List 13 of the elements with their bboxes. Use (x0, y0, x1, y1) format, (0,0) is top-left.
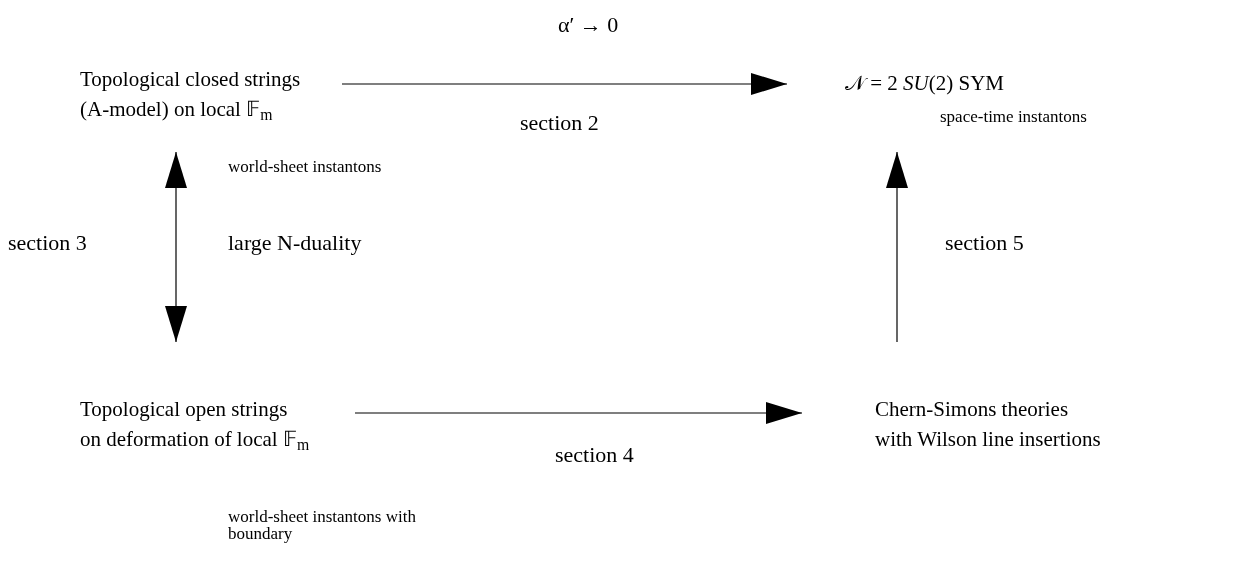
annotation-text: world-sheet instantons (228, 158, 383, 175)
arrow (354, 402, 803, 424)
annotation-text: world-sheet instantons with boundary (228, 508, 417, 542)
arrow (165, 151, 187, 343)
node-text: Topological open strings on deformation of local 𝔽$_{m}$ (80, 396, 311, 454)
note-text: section 2 (520, 109, 599, 137)
note-text: large N-duality (228, 229, 362, 257)
arrow (341, 73, 788, 95)
node-text: 𝒩 = 2 SU(2) SYM (845, 70, 1006, 97)
node-text: Topological closed strings (A-model) on local 𝔽$_{m}$ (80, 66, 302, 124)
arrow (886, 151, 908, 343)
node-text: Chern-Simons theories with Wilson line insertions (875, 396, 1102, 453)
annotation-text: space-time instantons (940, 108, 1088, 125)
